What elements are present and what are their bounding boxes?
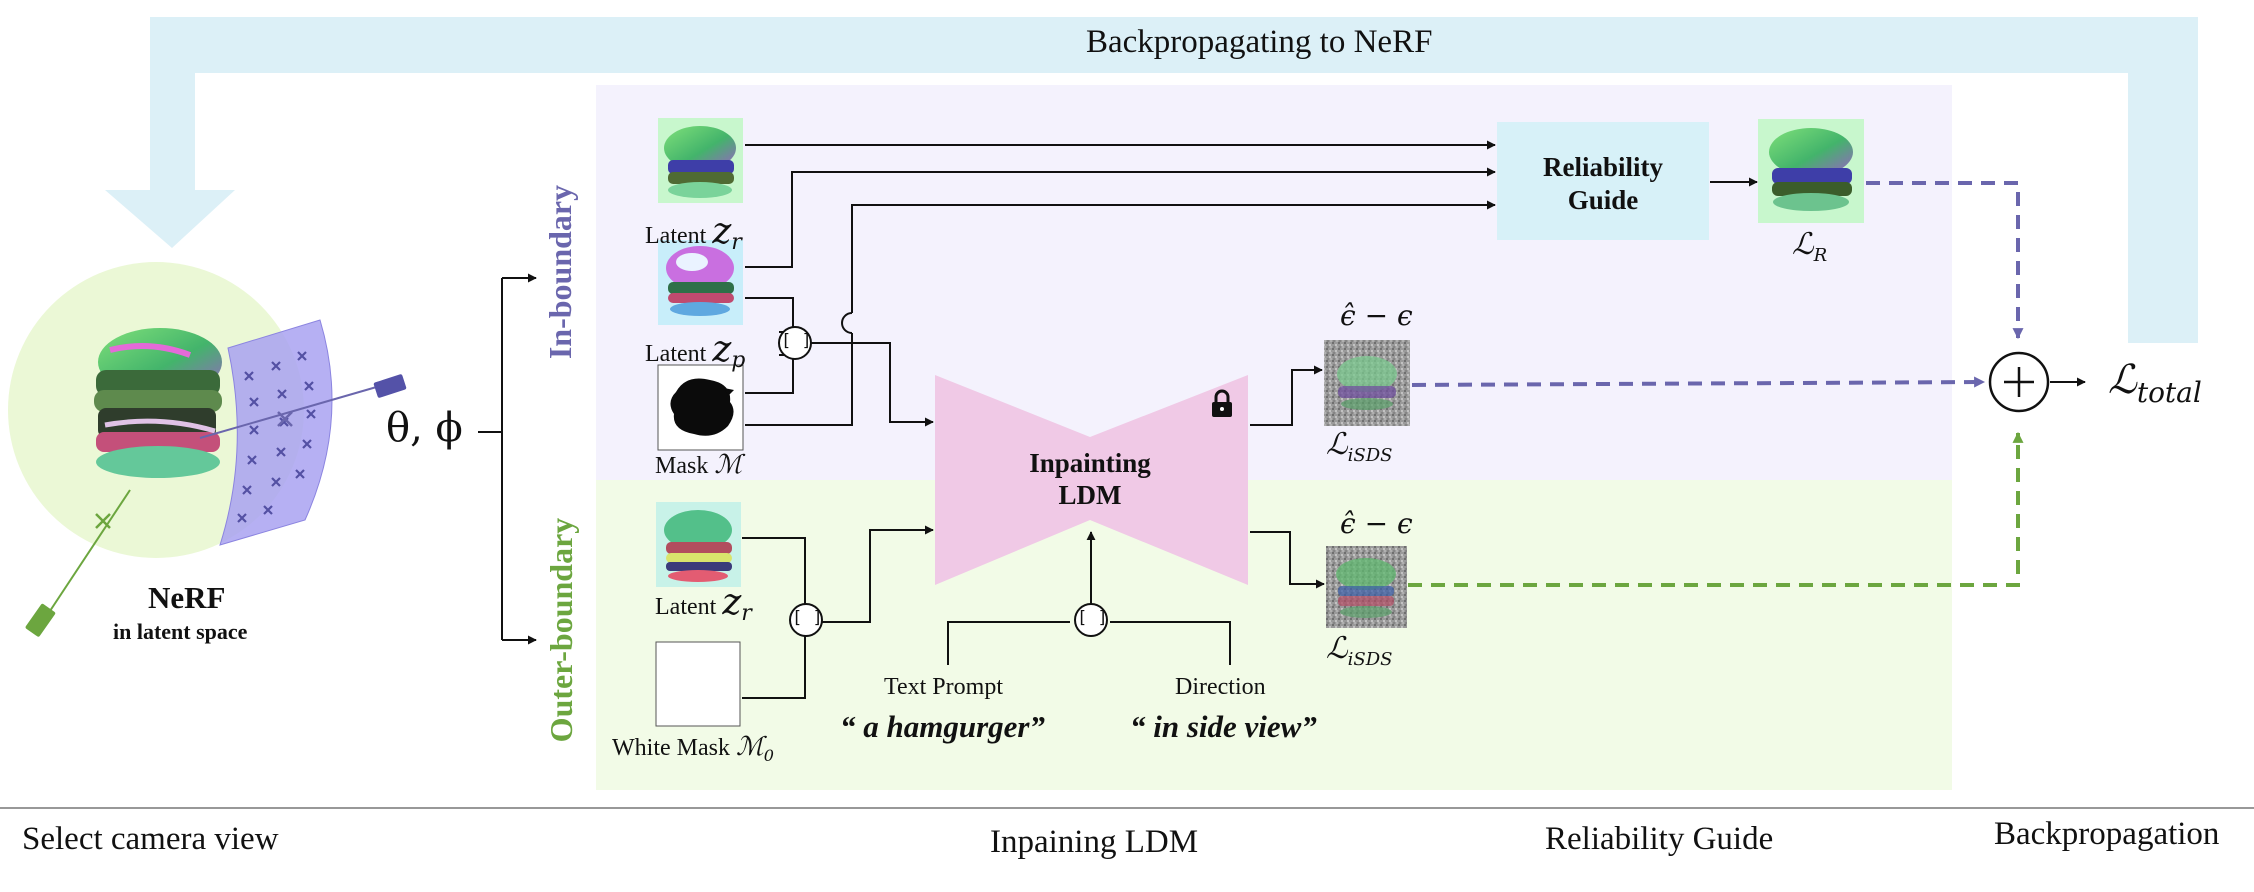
latent-zr-out-sub: r (741, 600, 752, 626)
loss-total-sub: total (2136, 376, 2202, 409)
latent-zr-out-text: Latent (655, 594, 717, 620)
reliability-guide-box (1497, 122, 1709, 240)
mask-caption: Mask ℳ (655, 452, 742, 478)
loss-isds-in-label: ℒiSDS (1326, 430, 1392, 465)
latent-zr-out-symbol: z (722, 582, 742, 623)
noise-label-out: ϵ̂ − ϵ (1340, 507, 1413, 540)
concat-symbol-prompt: [ ] (1077, 608, 1108, 628)
nerf-subtitle: in latent space (113, 619, 248, 644)
latent-zr-in-symbol: z (712, 211, 732, 252)
thumb-mask (657, 364, 744, 451)
in-boundary-label: In-boundary (542, 184, 578, 360)
mask-text: Mask (655, 453, 709, 479)
loss-isds-in-sub: iSDS (1347, 445, 1393, 466)
loss-isds-out-symbol: ℒ (1326, 631, 1348, 666)
thumb-latent-zr-in (658, 118, 743, 203)
nerf-burger-image (94, 328, 222, 478)
thumb-latent-zp (658, 240, 743, 325)
stage-select-camera: Select camera view (22, 821, 279, 857)
text-prompt-label: Text Prompt (884, 674, 1003, 700)
concat-symbol-in: [ ] (781, 331, 812, 351)
latent-zr-in-text: Latent (645, 223, 707, 249)
thumb-white-mask (655, 641, 741, 727)
latent-zp-caption: Latent zp (645, 332, 745, 372)
latent-zp-symbol: z (712, 329, 732, 370)
backprop-band (105, 17, 2198, 343)
loss-isds-in-symbol: ℒ (1326, 427, 1348, 462)
latent-zr-in-caption: Latent zr (645, 214, 742, 254)
in-boundary-region (596, 85, 1952, 480)
concat-circle-in (778, 326, 812, 360)
purple-camera-ray (199, 385, 381, 439)
loss-isds-out-label: ℒiSDS (1326, 634, 1392, 669)
direction-value: “ in side view” (1130, 709, 1317, 744)
latent-zp-text: Latent (645, 341, 707, 367)
loss-r-label: ℒR (1792, 230, 1827, 265)
latent-zr-out-caption: Latent zr (655, 585, 752, 625)
noise-label-in: ϵ̂ − ϵ (1340, 299, 1413, 332)
inpainting-ldm-shape (935, 375, 1248, 585)
lock-icon (1212, 389, 1232, 417)
plane-sample-points (237, 351, 316, 523)
nerf-title: NeRF (148, 580, 226, 615)
ldm-line1: Inpainting (1029, 448, 1151, 478)
purple-camera-icon (373, 374, 407, 398)
white-mask-symbol: ℳ (735, 732, 764, 762)
dashed-loss-paths (1408, 181, 2024, 587)
mask-symbol: ℳ (714, 450, 743, 480)
backprop-label: Backpropagating to NeRF (1086, 24, 1433, 60)
connector-lines (742, 140, 2086, 699)
white-mask-text: White Mask (612, 735, 730, 761)
loss-isds-out-sub: iSDS (1347, 649, 1393, 670)
white-mask-sub: 0 (763, 745, 774, 765)
loss-total-symbol: ℒ (2108, 357, 2137, 403)
reliability-guide-line2: Guide (1567, 185, 1639, 215)
pose-symbol: θ, ϕ (386, 405, 463, 451)
concat-circle-out (789, 603, 823, 637)
stage-inpainting-ldm: Inpaining LDM (990, 824, 1199, 860)
loss-total-label: ℒtotal (2108, 360, 2202, 407)
latent-zp-sub: p (731, 347, 746, 373)
stage-reliability-guide: Reliability Guide (1545, 821, 1774, 857)
loss-r-symbol: ℒ (1792, 227, 1814, 262)
stage-backpropagation: Backpropagation (1994, 816, 2220, 852)
direction-label: Direction (1175, 674, 1266, 700)
thumb-noise-out (1326, 546, 1407, 628)
text-prompt-value: “ a hamgurger” (840, 709, 1045, 744)
pose-branch-lines (478, 273, 537, 645)
sum-node-icon (1988, 351, 2050, 413)
concat-circle-prompt (1074, 603, 1108, 637)
outer-boundary-label: Outer-boundary (543, 517, 579, 743)
green-camera-ray (43, 489, 131, 621)
ldm-line2: LDM (1058, 480, 1122, 510)
thumb-loss-r (1758, 119, 1864, 223)
white-mask-caption: White Mask ℳ0 (612, 734, 774, 764)
reliability-guide-line1: Reliability (1543, 152, 1663, 182)
thumb-latent-zr-out (656, 502, 741, 587)
thumb-noise-in (1324, 340, 1410, 426)
loss-r-sub: R (1813, 245, 1828, 266)
green-camera-icon (25, 603, 56, 637)
concat-symbol-out: [ ] (792, 608, 823, 628)
latent-zr-in-sub: r (731, 229, 742, 255)
